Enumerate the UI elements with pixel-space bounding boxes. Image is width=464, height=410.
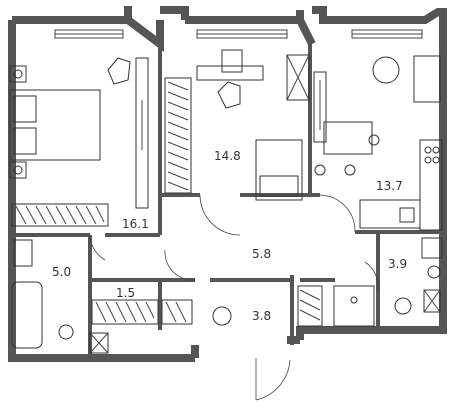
wc-furniture (333, 237, 443, 327)
bathtub-icon (11, 281, 43, 349)
kitchen-counter (419, 139, 443, 231)
kitchen-furniture (286, 54, 443, 231)
area-kitchen: 13.7 (376, 179, 403, 193)
wc-washbasin-icon (421, 237, 443, 259)
area-bedroom2: 14.8 (214, 149, 241, 163)
area-closet: 1.5 (116, 286, 135, 300)
area-hall: 3.8 (252, 309, 271, 323)
sink-icon (399, 207, 415, 223)
entrance-door (255, 359, 291, 401)
bathroom-furniture (11, 239, 109, 354)
windows (54, 29, 423, 39)
wardrobe-2 (164, 77, 192, 194)
desk (196, 65, 264, 81)
toilet-icon (58, 324, 74, 340)
doors (89, 194, 379, 401)
area-wc: 3.9 (388, 257, 407, 271)
door-wc (364, 261, 379, 291)
shower-icon (333, 285, 375, 327)
door-bedroom2 (199, 194, 241, 236)
fridge (286, 54, 310, 101)
double-bed (9, 89, 101, 161)
bedroom-furniture (9, 57, 149, 227)
wc-toilet-icon (394, 297, 412, 315)
sofa (413, 55, 441, 103)
door-kitchen (319, 194, 356, 233)
area-corridor: 5.8 (252, 247, 271, 261)
single-bed (255, 139, 303, 201)
dining-table (323, 121, 373, 155)
washbasin-icon (13, 239, 33, 267)
door-bathroom (89, 234, 106, 261)
wardrobe (11, 203, 109, 227)
lamp-icon (372, 56, 400, 84)
round-table-icon (212, 306, 232, 326)
hall-furniture (91, 285, 323, 327)
closet-shelves (91, 299, 159, 325)
exterior-walls (8, 6, 447, 362)
area-bedroom: 16.1 (122, 217, 149, 231)
area-bathroom: 5.0 (52, 265, 71, 279)
door-closet (164, 249, 196, 281)
armchair-icon (107, 57, 131, 85)
desk-chair-icon (217, 81, 241, 109)
interior-walls (12, 40, 443, 355)
bedroom2-furniture (164, 49, 303, 201)
